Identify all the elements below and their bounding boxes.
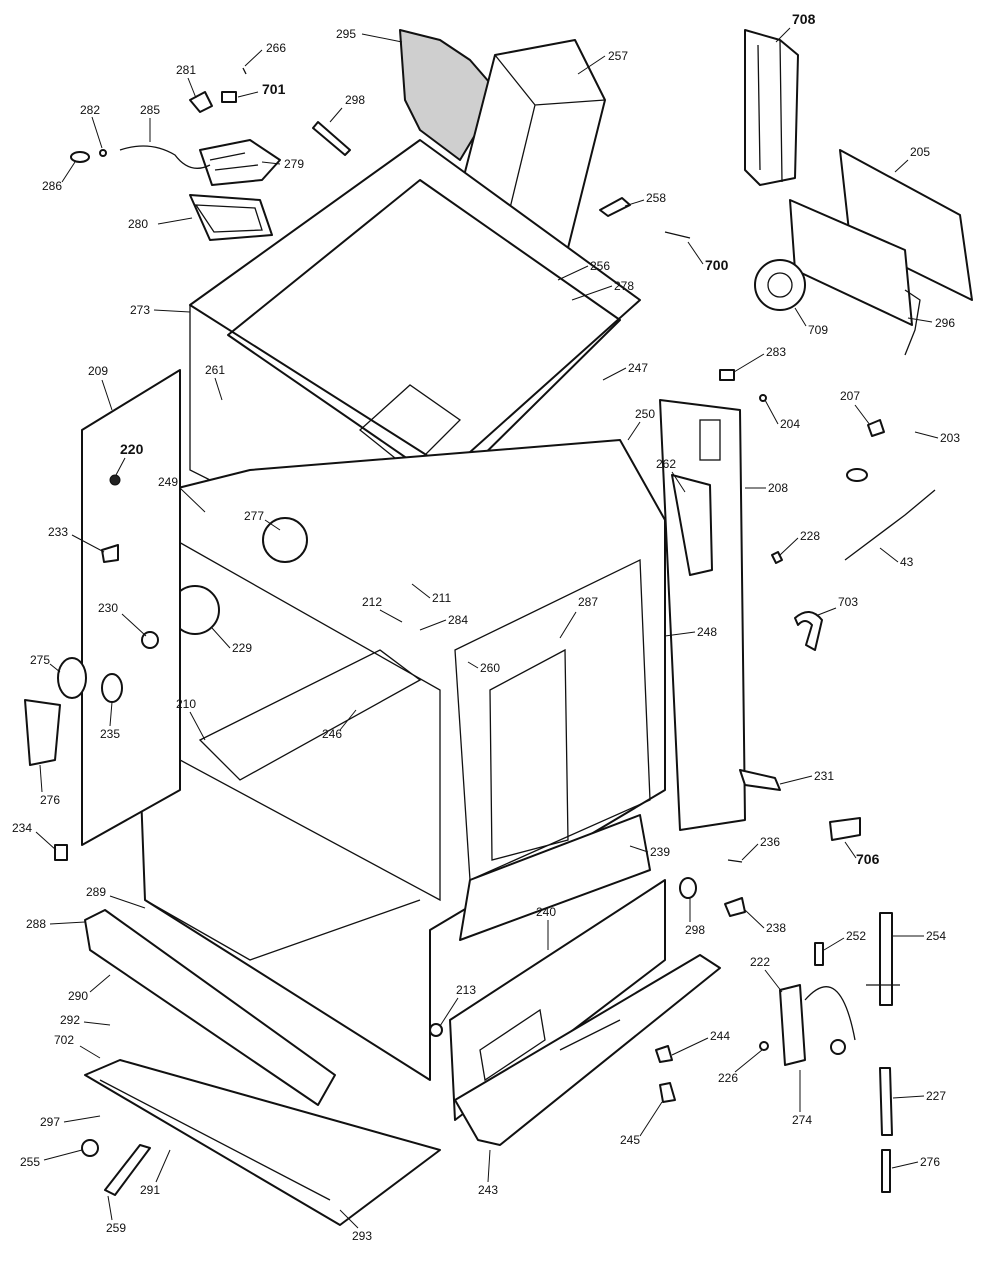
- label-227: 227: [926, 1089, 946, 1103]
- label-293: 293: [352, 1229, 372, 1243]
- lower-front: [81, 814, 721, 1226]
- plug-220: [109, 474, 121, 486]
- label-298-bottom: 298: [685, 923, 705, 937]
- rear-panels: [754, 149, 973, 326]
- label-284: 284: [448, 613, 468, 627]
- right-small-parts: [655, 289, 936, 1193]
- label-283: 283: [766, 345, 786, 359]
- label-703: 703: [838, 595, 858, 609]
- label-296: 296: [935, 316, 955, 330]
- label-208: 208: [768, 481, 788, 495]
- label-286: 286: [42, 179, 62, 193]
- label-295: 295: [336, 27, 356, 41]
- label-255: 255: [20, 1155, 40, 1169]
- label-226: 226: [718, 1071, 738, 1085]
- label-260: 260: [480, 661, 500, 675]
- label-210: 210: [176, 697, 196, 711]
- label-278: 278: [614, 279, 634, 293]
- label-250: 250: [635, 407, 655, 421]
- label-245: 245: [620, 1133, 640, 1147]
- label-288: 288: [26, 917, 46, 931]
- label-298-top: 298: [345, 93, 365, 107]
- label-213: 213: [456, 983, 476, 997]
- cabinet-top: [189, 139, 641, 501]
- label-709: 709: [808, 323, 828, 337]
- label-212: 212: [362, 595, 382, 609]
- label-292: 292: [60, 1013, 80, 1027]
- label-233: 233: [48, 525, 68, 539]
- callout-labels: 266 281 701 282 285 286 279 280 298 295 …: [12, 11, 960, 1243]
- label-239: 239: [650, 845, 670, 859]
- label-287: 287: [578, 595, 598, 609]
- back-panel-upper: [744, 29, 799, 186]
- label-708: 708: [792, 11, 816, 27]
- label-274: 274: [792, 1113, 812, 1127]
- label-262: 262: [656, 457, 676, 471]
- label-235: 235: [100, 727, 120, 741]
- label-43: 43: [900, 555, 914, 569]
- label-279: 279: [284, 157, 304, 171]
- label-229: 229: [232, 641, 252, 655]
- label-276-left: 276: [40, 793, 60, 807]
- label-204: 204: [780, 417, 800, 431]
- label-249: 249: [158, 475, 178, 489]
- label-252: 252: [846, 929, 866, 943]
- label-700: 700: [705, 257, 729, 273]
- label-281: 281: [176, 63, 196, 77]
- label-280: 280: [128, 217, 148, 231]
- cabinet-body: [129, 439, 666, 1081]
- label-207: 207: [840, 389, 860, 403]
- label-228: 228: [800, 529, 820, 543]
- valve-assembly: [70, 67, 281, 241]
- label-211: 211: [432, 591, 451, 605]
- label-234: 234: [12, 821, 32, 835]
- label-254: 254: [926, 929, 946, 943]
- label-291: 291: [140, 1183, 160, 1197]
- side-panel-left: [81, 369, 181, 846]
- label-203: 203: [940, 431, 960, 445]
- label-244: 244: [710, 1029, 730, 1043]
- label-222: 222: [750, 955, 770, 969]
- label-236: 236: [760, 835, 780, 849]
- label-266: 266: [266, 41, 286, 55]
- label-256: 256: [590, 259, 610, 273]
- label-220: 220: [120, 441, 144, 457]
- clip-part: [599, 197, 631, 217]
- label-243: 243: [478, 1183, 498, 1197]
- label-702: 702: [54, 1033, 74, 1047]
- label-230: 230: [98, 601, 118, 615]
- label-238: 238: [766, 921, 786, 935]
- label-248: 248: [697, 625, 717, 639]
- label-257: 257: [608, 49, 628, 63]
- label-209: 209: [88, 364, 108, 378]
- label-275: 275: [30, 653, 50, 667]
- label-247: 247: [628, 361, 648, 375]
- label-277: 277: [244, 509, 264, 523]
- label-258: 258: [646, 191, 666, 205]
- label-246: 246: [322, 727, 342, 741]
- label-285: 285: [140, 103, 160, 117]
- label-289: 289: [86, 885, 106, 899]
- left-small-parts: [24, 544, 159, 861]
- label-706: 706: [856, 851, 880, 867]
- label-282: 282: [80, 103, 100, 117]
- label-297: 297: [40, 1115, 60, 1129]
- label-261: 261: [205, 363, 225, 377]
- label-205: 205: [910, 145, 930, 159]
- label-231: 231: [814, 769, 834, 783]
- label-240: 240: [536, 905, 556, 919]
- label-276-right: 276: [920, 1155, 940, 1169]
- label-273: 273: [130, 303, 150, 317]
- label-290: 290: [68, 989, 88, 1003]
- pin-part: [312, 121, 351, 156]
- label-259: 259: [106, 1221, 126, 1235]
- label-701: 701: [262, 81, 286, 97]
